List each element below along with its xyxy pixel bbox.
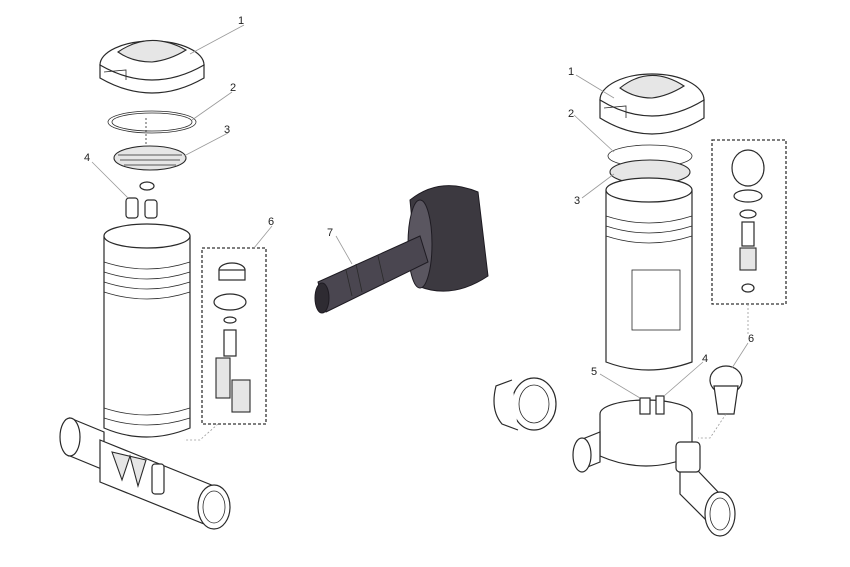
right-base-tee <box>572 395 736 537</box>
left-o-ring <box>107 110 197 134</box>
left-lid-cap <box>99 39 205 94</box>
left-assembly <box>59 39 267 530</box>
left-callout-6: 6 <box>268 216 274 228</box>
left-inset-box <box>184 247 267 441</box>
right-coupling-ring <box>493 377 557 431</box>
right-assembly <box>493 73 787 537</box>
right-callout-1: 1 <box>568 66 574 78</box>
leader-lines <box>91 24 749 399</box>
middle-callout-7: 7 <box>327 227 333 239</box>
right-strainer <box>607 144 693 185</box>
left-callout-4: 4 <box>84 152 90 164</box>
right-callout-6: 6 <box>748 333 754 345</box>
right-callout-5: 5 <box>591 366 597 378</box>
right-lid-cap <box>599 73 705 135</box>
left-callout-2: 2 <box>230 82 236 94</box>
middle-cartridge-part <box>314 185 489 314</box>
right-callout-4: 4 <box>702 353 708 365</box>
right-callout-3: 3 <box>574 195 580 207</box>
right-main-body <box>605 177 693 371</box>
left-strainer-basket <box>113 118 187 171</box>
callout-labels: 1 2 3 4 6 7 1 2 3 4 5 6 <box>84 15 754 378</box>
right-valve-piece <box>698 365 743 439</box>
left-main-body <box>103 223 191 438</box>
left-callout-1: 1 <box>238 15 244 27</box>
right-inset-box <box>711 139 787 334</box>
left-callout-3: 3 <box>224 124 230 136</box>
left-tee-pipe <box>59 417 231 530</box>
left-valve-parts <box>125 181 158 219</box>
right-callout-2: 2 <box>568 108 574 120</box>
